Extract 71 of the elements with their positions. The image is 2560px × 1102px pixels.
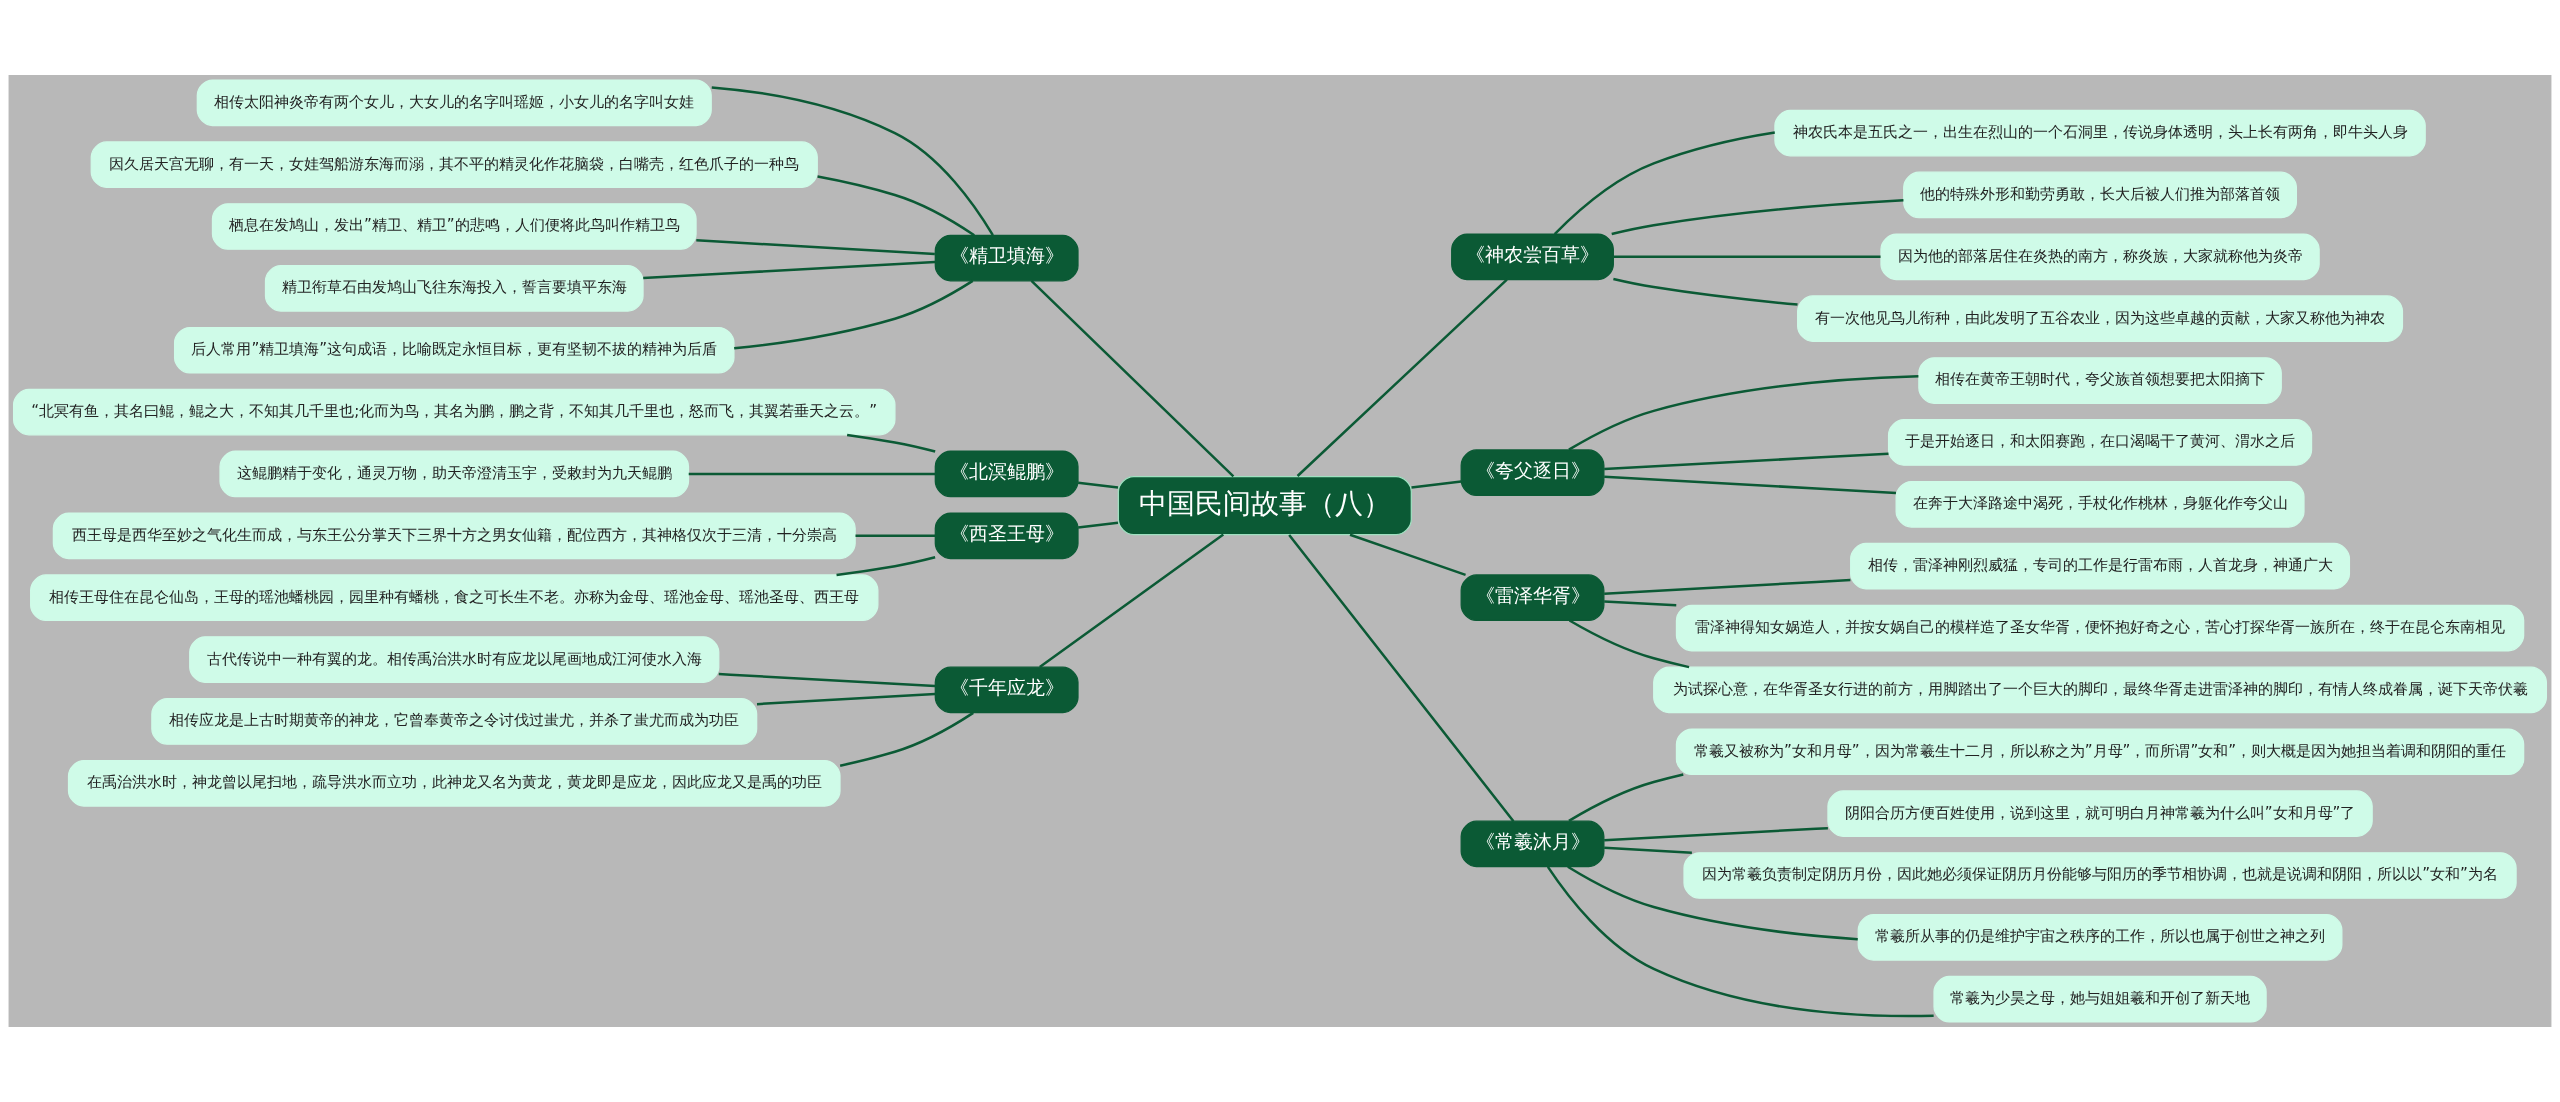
connector [1411, 480, 1462, 489]
connector [817, 175, 975, 237]
node-box: 阴阳合历方便百姓使用，说到这里，就可明白月神常羲为什么叫”女和月母”了 [1827, 790, 2373, 837]
connector [1077, 521, 1119, 529]
node-box: 在禹治洪水时，神龙曾以尾扫地，疏导洪水而立功，此神龙又名为黄龙，黄龙即是应龙，因此应龙又是禹的功臣 [67, 759, 841, 807]
node-box: 《西圣王母》 [934, 512, 1079, 560]
connector [643, 260, 936, 280]
node-box: 因为他的部落居住在炎热的南方，称炎族，大家就称他为炎帝 [1880, 233, 2320, 281]
connector [1567, 865, 1858, 941]
node-box: 为试探心意，在华胥圣女行进的前方，用脚踏出了一个巨大的脚印，最终华胥走进雷泽神的脚印，有情人终成眷属，诞下天帝伏羲 [1653, 666, 2547, 714]
connector [836, 556, 936, 577]
connector [1349, 533, 1466, 577]
connector [688, 472, 936, 476]
connector [756, 692, 936, 706]
connector [1568, 773, 1684, 822]
connector [718, 672, 936, 688]
node-box: 相传应龙是上古时期黄帝的神龙，它曾奉黄帝之令讨伐过蚩尤，并杀了蚩尤而成为功臣 [151, 698, 758, 745]
node-box: 在奔于大泽路途中渴死，手杖化作桃林，身躯化作夸父山 [1895, 480, 2305, 528]
connector [711, 86, 994, 236]
connector [1611, 199, 1904, 236]
node-box: 常羲又被称为”女和月母”，因为常羲生十二月，所以称之为”月母”，而所谓”女和”，则大概是因为她担当着调和阴阳的重任 [1675, 728, 2525, 776]
node-box: 《神农尝百草》 [1451, 233, 1614, 281]
node-box: 他的特殊外形和勤劳勇敢，长大后被人们推为部落首领 [1903, 171, 2297, 219]
node-box: 有一次他见鸟儿衔种，由此发明了五谷农业，因为这些卓越的贡献，大家又称他为神农 [1797, 295, 2404, 343]
node-box: 中国民间故事（八） [1117, 475, 1412, 536]
node-box: 雷泽神得知女娲造人，并按女娲自己的模样造了圣女华胥，便怀抱好奇之心，苦心打探华胥一族所在，终于在昆仑东南相见 [1675, 604, 2525, 652]
node-box: 于是开始逐日，和太阳赛跑，在口渴喝干了黄河、渭水之后 [1887, 419, 2313, 466]
node-box: 相传，雷泽神刚烈威猛，专司的工作是行雷布雨，人首龙身，神通广大 [1850, 542, 2351, 590]
node-box: 因久居天宫无聊，有一天，女娃驾船游东海而溺，其不平的精灵化作花脑袋，白嘴壳，红色爪子的一种鸟 [90, 141, 818, 188]
connector [1568, 619, 1690, 669]
connector [1296, 278, 1508, 477]
connector [846, 433, 936, 453]
node-box: 相传王母住在昆仑仙岛，王母的瑶池蟠桃园，园里种有蟠桃，食之可长生不老。亦称为金母、瑶池金母、瑶池圣母、西王母 [30, 574, 879, 622]
node-box: 精卫衔草石由发鸠山飞往东海投入，誓言要填平东海 [264, 265, 644, 312]
connector [1604, 475, 1897, 495]
connector [1039, 533, 1225, 668]
node-box: 古代传说中一种有翼的龙。相传禹治洪水时有应龙以尾画地成江河使水入海 [189, 636, 720, 683]
node-box: 栖息在发鸠山，发出”精卫、精卫”的悲鸣，人们便将此鸟叫作精卫鸟 [211, 203, 697, 250]
connector [1613, 277, 1798, 306]
connector [1288, 534, 1515, 822]
connector [1604, 578, 1851, 596]
connector [1604, 600, 1677, 607]
node-box: 《精卫填海》 [934, 234, 1079, 282]
node-box: 相传太阳神炎帝有两个女儿，大女儿的名字叫瑶姬，小女儿的名字叫女娃 [196, 79, 712, 127]
node-box: 因为常羲负责制定阴历月份，因此她必须保证阴历月份能够与阳历的季节相协调，也就是说调和阴阳，所以以”女和”为名 [1683, 852, 2517, 899]
node-box: 《常羲沐月》 [1460, 820, 1605, 868]
node-box: 《夸父逐日》 [1460, 449, 1605, 497]
connector [1613, 255, 1881, 259]
node-box: 《千年应龙》 [934, 666, 1079, 714]
connector [1077, 481, 1119, 489]
node-box: 相传在黄帝王朝时代，夸父族首领想要把太阳摘下 [1918, 357, 2282, 404]
node-box: “北冥有鱼，其名曰鲲，鲲之大，不知其几千里也;化而为鸟，其名为鹏，鹏之背，不知其几千里也，怒而飞，其翼若垂天之云。” [12, 388, 896, 436]
connector [1604, 826, 1828, 842]
node-box: 常羲所从事的仍是维护宇宙之秩序的工作，所以也属于创世之神之列 [1857, 914, 2343, 961]
connector [855, 534, 935, 538]
node-box: 这鲲鹏精于变化，通灵万物，助天帝澄清玉宇，受敕封为九天鲲鹏 [219, 450, 690, 498]
node-box: 《北溟鲲鹏》 [934, 450, 1079, 498]
connector [696, 239, 935, 256]
node-box: 《雷泽华胥》 [1460, 574, 1605, 622]
connector [1030, 280, 1235, 478]
connector [1546, 866, 1934, 1018]
connector [1553, 131, 1775, 235]
connector [1604, 452, 1889, 471]
connector [839, 711, 974, 767]
node-box: 常羲为少昊之母，她与姐姐羲和开创了新天地 [1933, 975, 2267, 1023]
node-box: 后人常用”精卫填海”这句成语，比喻既定永恒目标，更有坚韧不拔的精神为后盾 [173, 326, 735, 374]
connector [1604, 846, 1692, 854]
node-box: 西王母是西华至妙之气化生而成，与东王公分掌天下三界十方之男女仙籍，配位西方，其神格仅次于三清，十分崇高 [52, 512, 856, 560]
connector [1568, 375, 1919, 451]
node-box: 神农氏本是五氏之一，出生在烈山的一个石洞里，传说身体透明，头上长有两角，即牛头人身 [1774, 109, 2426, 157]
connector [734, 279, 974, 350]
